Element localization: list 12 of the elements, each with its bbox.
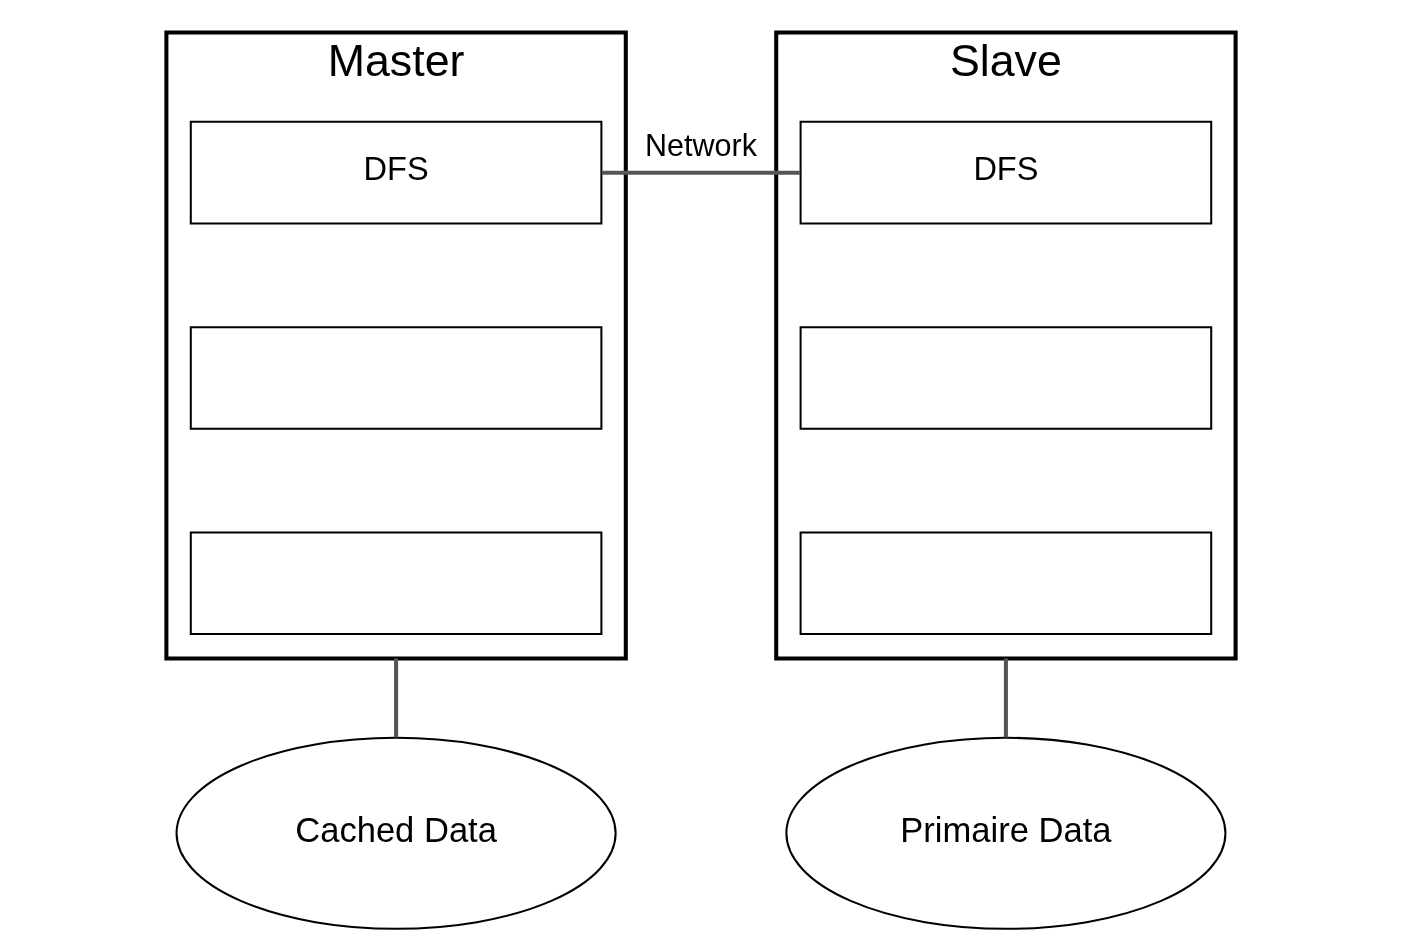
node-box: DFS — [799, 120, 1213, 225]
edge-label: Network — [645, 128, 757, 163]
node-ellipse: Primaire Data — [785, 736, 1227, 930]
connector — [601, 170, 801, 175]
connector — [394, 658, 399, 738]
node-box — [799, 326, 1213, 430]
node-box — [189, 531, 603, 636]
node-box — [189, 326, 603, 430]
node-box — [799, 531, 1213, 636]
connector — [1003, 658, 1008, 738]
node-ellipse: Cached Data — [175, 736, 617, 930]
node-box: DFS — [189, 120, 603, 225]
